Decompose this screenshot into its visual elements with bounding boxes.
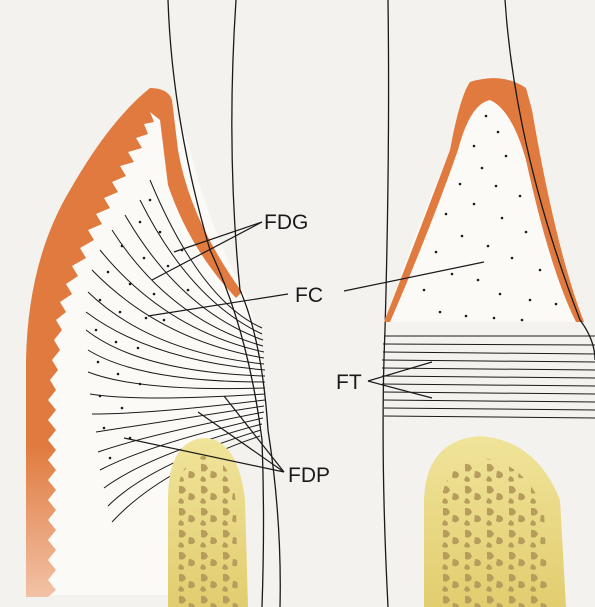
left-alveolar-bone: [168, 438, 248, 607]
label-fdp: FDP: [288, 464, 330, 487]
label-ft: FT: [336, 371, 362, 394]
label-fdg: FDG: [264, 211, 308, 234]
label-fc: FC: [295, 284, 323, 307]
